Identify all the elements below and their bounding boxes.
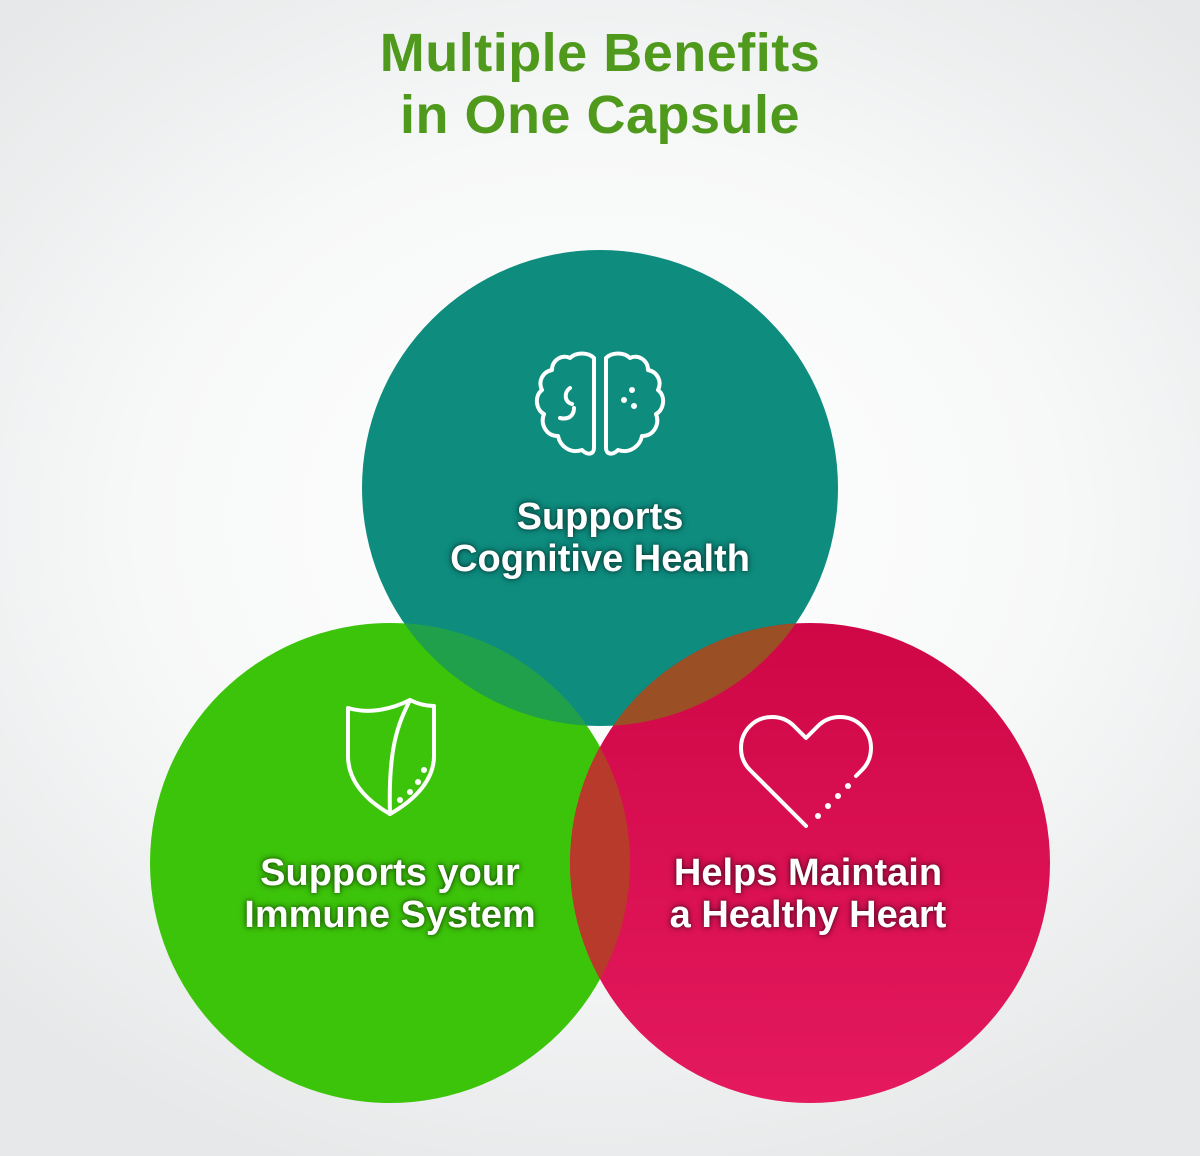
label-cognitive-line-1: Supports xyxy=(516,496,684,538)
label-immune-system: Supports your Immune System xyxy=(190,852,590,936)
label-cognitive-line-2: Cognitive Health xyxy=(450,538,750,580)
label-immune-line-2: Immune System xyxy=(244,894,536,936)
label-heart-line-2: a Healthy Heart xyxy=(669,894,947,936)
heart-icon xyxy=(739,715,873,828)
circle-cognitive-health xyxy=(362,250,838,726)
shield-icon xyxy=(346,698,436,816)
label-cognitive-health: Supports Cognitive Health xyxy=(400,496,800,580)
circle-healthy-heart xyxy=(570,623,1050,1103)
circle-immune-system xyxy=(150,623,630,1103)
brain-icon xyxy=(535,351,665,456)
title-line-1: Multiple Benefits xyxy=(379,23,821,83)
label-healthy-heart: Helps Maintain a Healthy Heart xyxy=(608,852,1008,936)
page-title: Multiple Benefits in One Capsule xyxy=(0,22,1200,146)
title-line-2: in One Capsule xyxy=(399,85,801,145)
label-immune-line-1: Supports your xyxy=(260,852,520,894)
label-heart-line-1: Helps Maintain xyxy=(673,852,943,894)
